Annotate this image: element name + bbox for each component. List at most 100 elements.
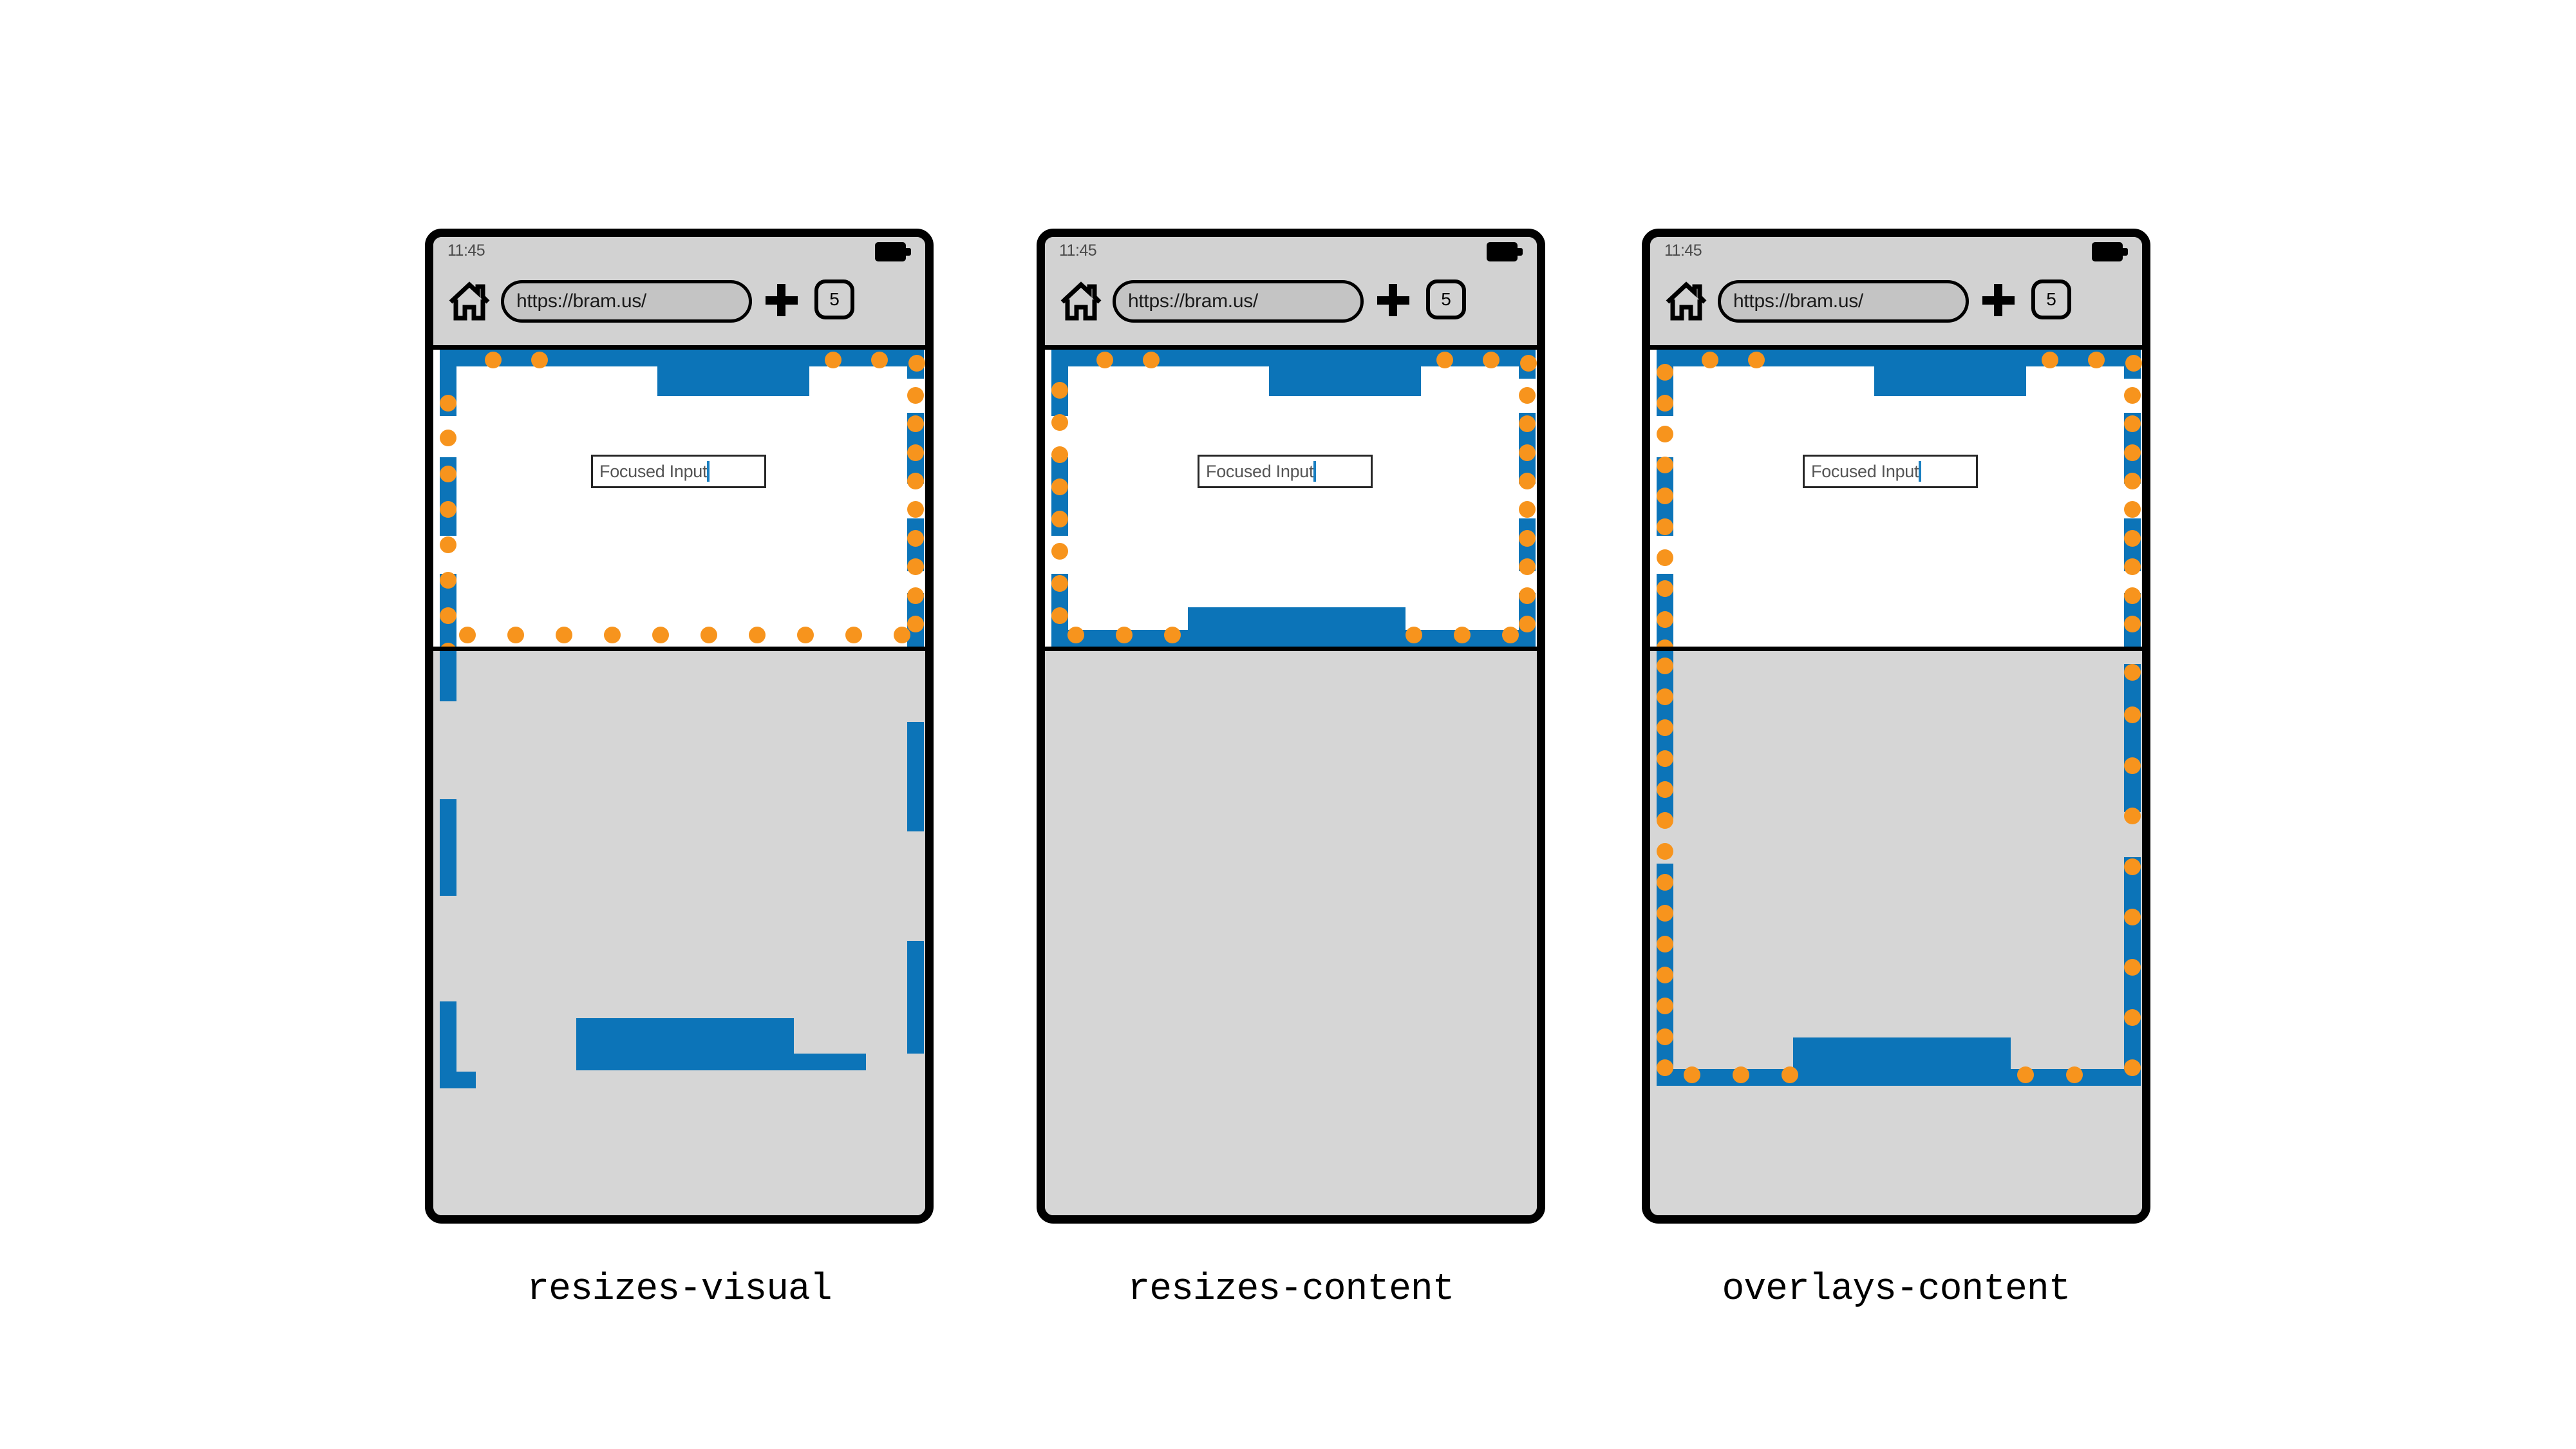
visual-viewport-dot [1502, 627, 1519, 643]
home-icon[interactable] [448, 281, 491, 321]
visual-viewport-dot [2066, 1066, 2083, 1083]
visual-viewport-dot [1519, 530, 1536, 547]
visual-viewport-dot [2124, 387, 2141, 404]
visual-viewport-dot [1519, 587, 1536, 604]
visual-viewport-dot [1782, 1066, 1798, 1083]
visual-viewport-dot [1051, 478, 1068, 495]
visual-viewport-dot [1051, 575, 1068, 592]
battery-full-icon [875, 242, 911, 261]
visual-viewport-dot [1657, 1059, 1673, 1076]
page-viewport: Focused Input [1045, 350, 1537, 647]
visual-viewport-dot [2124, 616, 2141, 632]
viewport-border-band [1188, 607, 1406, 647]
visual-viewport-dot [1657, 750, 1673, 767]
browser-chrome: 11:45 https://bram.us/ 5 [1045, 237, 1537, 350]
visual-viewport-dot [907, 473, 924, 489]
viewport-border-band [444, 350, 657, 366]
viewport-border-band [1055, 350, 1269, 366]
url-bar[interactable]: https://bram.us/ [1718, 280, 1969, 323]
visual-viewport-dot [2124, 558, 2141, 575]
viewport-border-band [1874, 350, 2026, 396]
text-caret [707, 461, 710, 482]
caption-resizes-visual: resizes-visual [527, 1269, 832, 1311]
text-caret [1313, 461, 1317, 482]
visual-viewport-dot [907, 616, 924, 632]
visual-viewport-dot [894, 627, 910, 643]
visual-viewport-dot [2124, 664, 2141, 681]
visual-viewport-dot [1657, 781, 1673, 798]
visual-viewport-dot [2124, 415, 2141, 432]
status-clock: 11:45 [1059, 242, 1097, 260]
battery-nub [906, 248, 911, 256]
page-viewport: Focused Input [1650, 350, 2142, 647]
tab-count-button[interactable]: 5 [814, 279, 854, 319]
visual-viewport-dot [1096, 352, 1113, 368]
layout-viewport-border-band [576, 1054, 866, 1070]
visual-viewport-dot [797, 627, 814, 643]
battery-nub [2123, 248, 2128, 256]
focused-input[interactable]: Focused Input [1198, 455, 1373, 488]
visual-viewport-dot [1519, 501, 1536, 518]
visual-viewport-dot [907, 530, 924, 547]
focused-input-value: Focused Input [1811, 461, 1919, 481]
battery-fill [878, 245, 903, 259]
plus-icon[interactable] [766, 284, 798, 316]
tab-count-button[interactable]: 5 [1426, 279, 1466, 319]
focused-input[interactable]: Focused Input [1803, 455, 1978, 488]
home-icon[interactable] [1665, 281, 1707, 321]
visual-viewport-dot [1657, 611, 1673, 628]
visual-viewport-dot [440, 466, 456, 482]
phone-overlays-content: 11:45 https://bram.us/ 5 [1642, 229, 2150, 1224]
visual-viewport-dot [1657, 688, 1673, 705]
url-text: https://bram.us/ [1128, 290, 1258, 312]
visual-viewport-dot [1657, 580, 1673, 597]
visual-viewport-dot [1657, 426, 1673, 442]
visual-viewport-dot [2124, 1009, 2141, 1026]
visual-viewport-dot [1067, 627, 1084, 643]
visual-viewport-dot [1483, 352, 1500, 368]
visual-viewport-dot [2124, 587, 2141, 604]
viewport-border-band [1793, 1037, 2011, 1086]
battery-fill [2094, 245, 2120, 259]
visual-viewport-dot [1657, 364, 1673, 381]
plus-icon[interactable] [1982, 284, 2015, 316]
visual-viewport-dot [907, 501, 924, 518]
visual-viewport-dot [1116, 627, 1133, 643]
visual-viewport-dot [1657, 658, 1673, 674]
visual-viewport-dot [825, 352, 841, 368]
visual-viewport-dot [1519, 616, 1536, 632]
visual-viewport-dot [749, 627, 766, 643]
visual-viewport-dot [907, 387, 924, 404]
battery-full-icon [1487, 242, 1523, 261]
home-icon[interactable] [1060, 281, 1102, 321]
visual-viewport-dot [1143, 352, 1160, 368]
status-bar: 11:45 [433, 237, 925, 269]
visual-viewport-dot [1657, 967, 1673, 983]
visual-viewport-dot [1657, 843, 1673, 860]
visual-viewport-dot [1702, 352, 1718, 368]
viewport-border-band [2124, 664, 2141, 812]
focused-input[interactable]: Focused Input [591, 455, 766, 488]
visual-viewport-dot [1520, 355, 1537, 372]
visual-viewport-dot [2042, 352, 2058, 368]
url-bar[interactable]: https://bram.us/ [501, 280, 752, 323]
tab-count-label: 5 [1441, 289, 1451, 309]
layout-viewport-border-band [440, 799, 456, 896]
status-clock: 11:45 [1664, 242, 1702, 260]
phone-screen: 11:45 https://bram.us/ 5 [1650, 237, 2142, 1215]
virtual-keyboard [1045, 647, 1537, 1215]
phone-resizes-content: 11:45 https://bram.us/ 5 [1037, 229, 1545, 1224]
visual-viewport-dot [1657, 936, 1673, 952]
viewport-border-band [1269, 350, 1421, 396]
plus-icon[interactable] [1377, 284, 1409, 316]
layout-viewport-border-band [440, 651, 456, 701]
url-text: https://bram.us/ [1733, 290, 1863, 312]
visual-viewport-dot [1657, 998, 1673, 1014]
tab-count-button[interactable]: 5 [2031, 279, 2071, 319]
viewport-border-band [1660, 350, 1874, 366]
url-bar[interactable]: https://bram.us/ [1113, 280, 1364, 323]
virtual-keyboard [1650, 647, 2142, 1215]
battery-fill [1489, 245, 1515, 259]
visual-viewport-dot [604, 627, 621, 643]
visual-viewport-dot [440, 395, 456, 412]
